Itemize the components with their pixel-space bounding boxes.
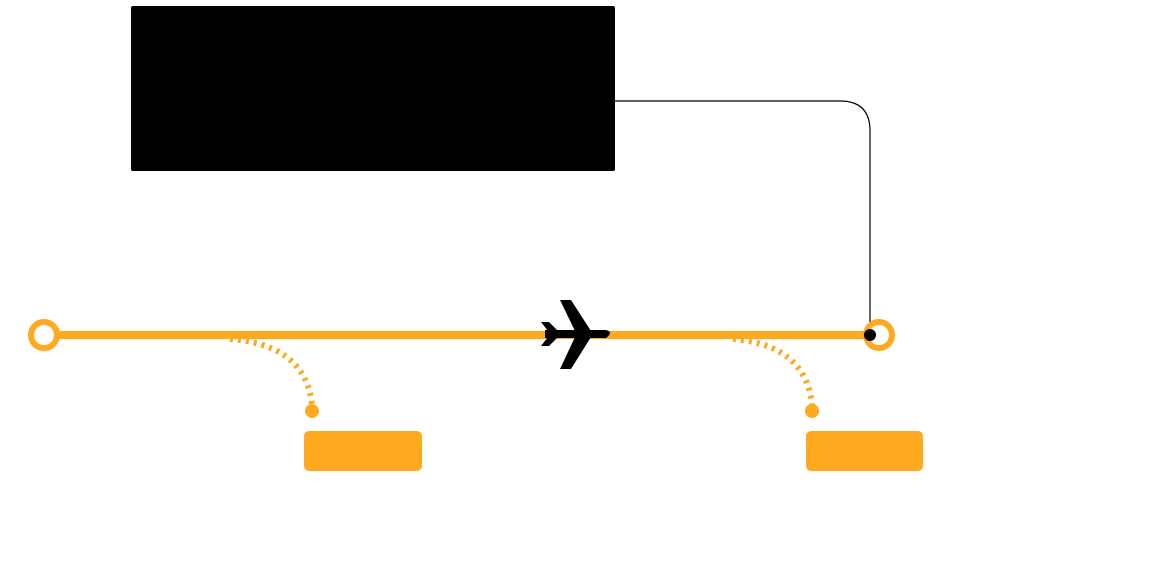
stop-left-label-box [304, 431, 422, 471]
stop-right-label-box [806, 431, 923, 471]
stop-left-branch [229, 336, 315, 406]
route-start-marker [28, 319, 60, 351]
title-connector-line [615, 100, 871, 335]
connector-dot [864, 329, 876, 341]
stop-right-dot [805, 404, 819, 418]
airplane-icon [541, 300, 610, 369]
stop-left-dot [305, 404, 319, 418]
title-block [131, 6, 615, 171]
stop-right-branch [732, 336, 815, 406]
